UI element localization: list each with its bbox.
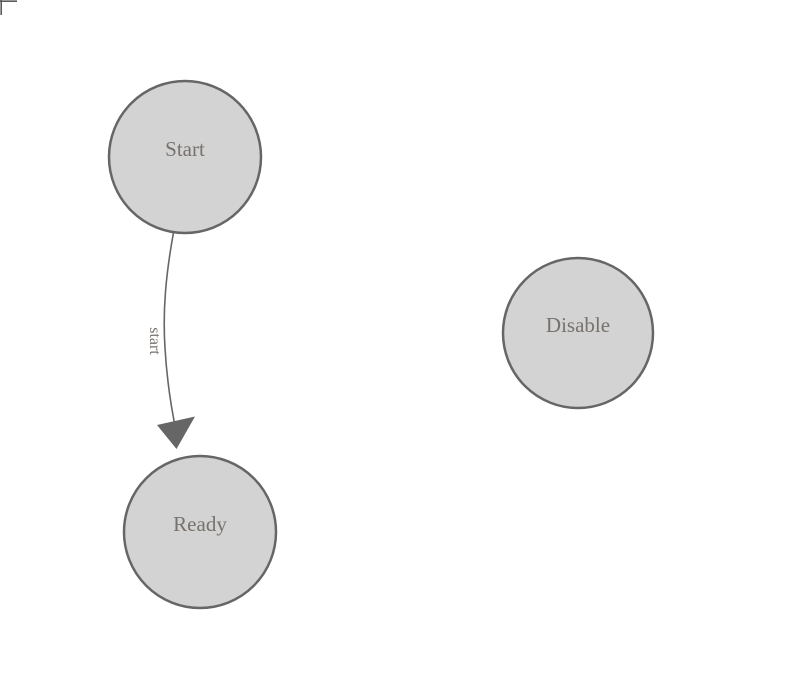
node-start-circle[interactable] (107, 79, 263, 235)
edge-start-to-ready-arrowhead-icon (157, 416, 195, 449)
node-ready-circle[interactable] (122, 454, 278, 610)
edge-label-start: start (146, 327, 163, 355)
node-disable-label: Disable (546, 313, 610, 337)
node-disable[interactable]: Disable (501, 256, 655, 410)
node-start[interactable]: Start (107, 79, 263, 235)
top-left-corner-bracket (0, 0, 17, 15)
node-disable-circle[interactable] (501, 256, 655, 410)
edge-start-to-ready[interactable]: start (146, 231, 195, 450)
node-ready[interactable]: Ready (122, 454, 278, 610)
node-start-label: Start (165, 137, 205, 161)
node-ready-label: Ready (173, 512, 227, 536)
edge-start-to-ready-line[interactable] (163, 231, 178, 434)
